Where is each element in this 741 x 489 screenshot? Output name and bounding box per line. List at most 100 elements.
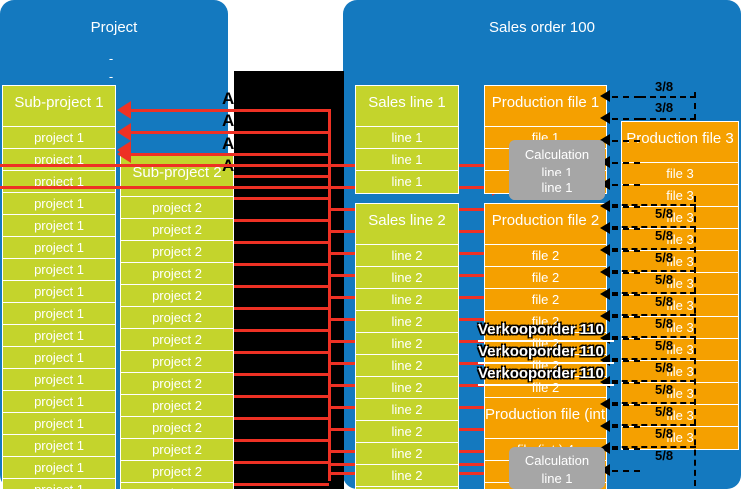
row-subproject-2-item[interactable]: project 2 xyxy=(120,372,234,396)
red-stub xyxy=(331,406,357,409)
production-file-int-4-title: Production file (int.) 4 xyxy=(485,406,606,423)
row-production-file-3-item[interactable]: file 3 xyxy=(621,162,739,186)
red-rung xyxy=(234,307,329,310)
red-tick xyxy=(459,428,485,431)
row-subproject-2-item[interactable]: project 2 xyxy=(120,438,234,462)
row-sales-line-2-item[interactable]: line 2 xyxy=(355,332,459,356)
red-tick xyxy=(459,252,485,255)
calculation-bottom-line: line 1 xyxy=(541,471,573,486)
row-subproject-1-item[interactable]: project 1 xyxy=(2,324,116,348)
card-calculation-top-extra-row[interactable]: line 1 xyxy=(509,176,605,200)
row-subproject-1-item[interactable]: project 1 xyxy=(2,346,116,370)
black-arrow-left xyxy=(600,310,610,322)
row-subproject-1-item[interactable]: project 1 xyxy=(2,148,116,172)
red-tick xyxy=(459,274,485,277)
black-arrow-left xyxy=(600,112,610,124)
row-sales-line-1-item[interactable]: line 1 xyxy=(355,170,459,194)
red-rung xyxy=(234,175,329,178)
dashed-connector xyxy=(612,184,640,186)
row-subproject-2-item[interactable]: project 2 xyxy=(120,394,234,418)
row-production-file-2-item[interactable]: file 2 xyxy=(484,288,607,312)
row-sales-line-2-item[interactable]: line 2 xyxy=(355,442,459,466)
row-subproject-2-item[interactable]: project 2 xyxy=(120,350,234,374)
row-subproject-1-item[interactable]: project 1 xyxy=(2,192,116,216)
red-feeder-calculation-top xyxy=(0,186,500,189)
red-rung xyxy=(234,461,329,464)
row-subproject-1-item[interactable]: project 1 xyxy=(2,214,116,238)
red-tick xyxy=(459,362,485,365)
red-arrow-left xyxy=(117,101,131,119)
red-tick xyxy=(459,450,485,453)
red-rung xyxy=(234,417,329,420)
red-rung xyxy=(234,219,329,222)
row-sales-line-2-item[interactable]: line 2 xyxy=(355,486,459,489)
row-subproject-2-item[interactable]: project 2 xyxy=(120,306,234,330)
row-subproject-2-item[interactable]: project 2 xyxy=(120,482,234,489)
red-tick xyxy=(459,296,485,299)
row-subproject-2-item[interactable]: project 2 xyxy=(120,460,234,484)
dashed-connector xyxy=(640,96,696,98)
row-subproject-1-item[interactable]: project 1 xyxy=(2,170,116,194)
row-subproject-1-item[interactable]: project 1 xyxy=(2,434,116,458)
fraction-label: 5/8 xyxy=(655,382,674,397)
fraction-label: 3/8 xyxy=(655,79,674,94)
fraction-label: 5/8 xyxy=(655,250,674,265)
row-sales-line-2-item[interactable]: line 2 xyxy=(355,398,459,422)
row-sales-line-2-item[interactable]: line 2 xyxy=(355,310,459,334)
dashed-connector xyxy=(612,358,696,360)
row-sales-line-1-item[interactable]: line 1 xyxy=(355,126,459,150)
subproject-2-title-line1: Sub-project 2 xyxy=(132,164,222,181)
row-subproject-1-item[interactable]: project 1 xyxy=(2,390,116,414)
red-stub xyxy=(331,472,357,475)
row-subproject-1-item[interactable]: project 1 xyxy=(2,236,116,260)
fraction-label: 5/8 xyxy=(655,272,674,287)
row-subproject-1-item[interactable]: project 1 xyxy=(2,412,116,436)
fraction-label: 5/8 xyxy=(655,448,674,463)
calculation-top-row-label: line 1 xyxy=(541,180,573,195)
row-subproject-1-item[interactable]: project 1 xyxy=(2,368,116,392)
row-subproject-1-item[interactable]: project 1 xyxy=(2,126,116,150)
black-arrow-left xyxy=(600,178,610,190)
black-arrow-left xyxy=(600,332,610,344)
black-arrow-left xyxy=(600,200,610,212)
row-subproject-2-item[interactable]: project 2 xyxy=(120,416,234,440)
red-stub xyxy=(331,384,357,387)
row-subproject-1-item[interactable]: project 1 xyxy=(2,456,116,480)
row-sales-line-2-item[interactable]: line 2 xyxy=(355,288,459,312)
dashed-connector xyxy=(612,248,696,250)
dashed-connector xyxy=(612,204,696,206)
project-dash-mark: - xyxy=(108,69,114,84)
row-production-file-2-item[interactable]: file 2 xyxy=(484,244,607,268)
row-sales-line-2-item[interactable]: line 2 xyxy=(355,376,459,400)
row-subproject-2-item[interactable]: project 2 xyxy=(120,262,234,286)
panel-sales-order-title: Sales order 100 xyxy=(489,19,595,36)
fraction-label: 5/8 xyxy=(655,404,674,419)
row-subproject-2-item[interactable]: project 2 xyxy=(120,196,234,220)
row-sales-line-2-item[interactable]: line 2 xyxy=(355,354,459,378)
red-stub xyxy=(331,230,357,233)
row-subproject-2-item[interactable]: project 2 xyxy=(120,218,234,242)
red-rung xyxy=(234,395,329,398)
row-subproject-1-item[interactable]: project 1 xyxy=(2,302,116,326)
verkooporder-label: Verkooporder 110 xyxy=(478,321,604,338)
row-subproject-1-item[interactable]: project 1 xyxy=(2,478,116,489)
row-sales-line-2-item[interactable]: line 2 xyxy=(355,464,459,488)
card-calculation-bottom[interactable]: Calculation line 1 xyxy=(509,447,605,489)
red-line-to-subproject-1 xyxy=(131,131,331,134)
row-sales-line-1-item[interactable]: line 1 xyxy=(355,148,459,172)
red-stub xyxy=(331,362,357,365)
row-subproject-2-item[interactable]: project 2 xyxy=(120,284,234,308)
row-sales-line-2-item[interactable]: line 2 xyxy=(355,244,459,268)
dashed-connector xyxy=(612,360,640,362)
row-subproject-2-item[interactable]: project 2 xyxy=(120,328,234,352)
fraction-label: 5/8 xyxy=(655,426,674,441)
row-subproject-1-item[interactable]: project 1 xyxy=(2,258,116,282)
dashed-connector xyxy=(612,228,640,230)
row-sales-line-2-item[interactable]: line 2 xyxy=(355,266,459,290)
red-stub xyxy=(331,318,357,321)
row-subproject-1-item[interactable]: project 1 xyxy=(2,280,116,304)
row-subproject-2-item[interactable]: project 2 xyxy=(120,240,234,264)
row-sales-line-2-item[interactable]: line 2 xyxy=(355,420,459,444)
row-production-file-2-item[interactable]: file 2 xyxy=(484,266,607,290)
